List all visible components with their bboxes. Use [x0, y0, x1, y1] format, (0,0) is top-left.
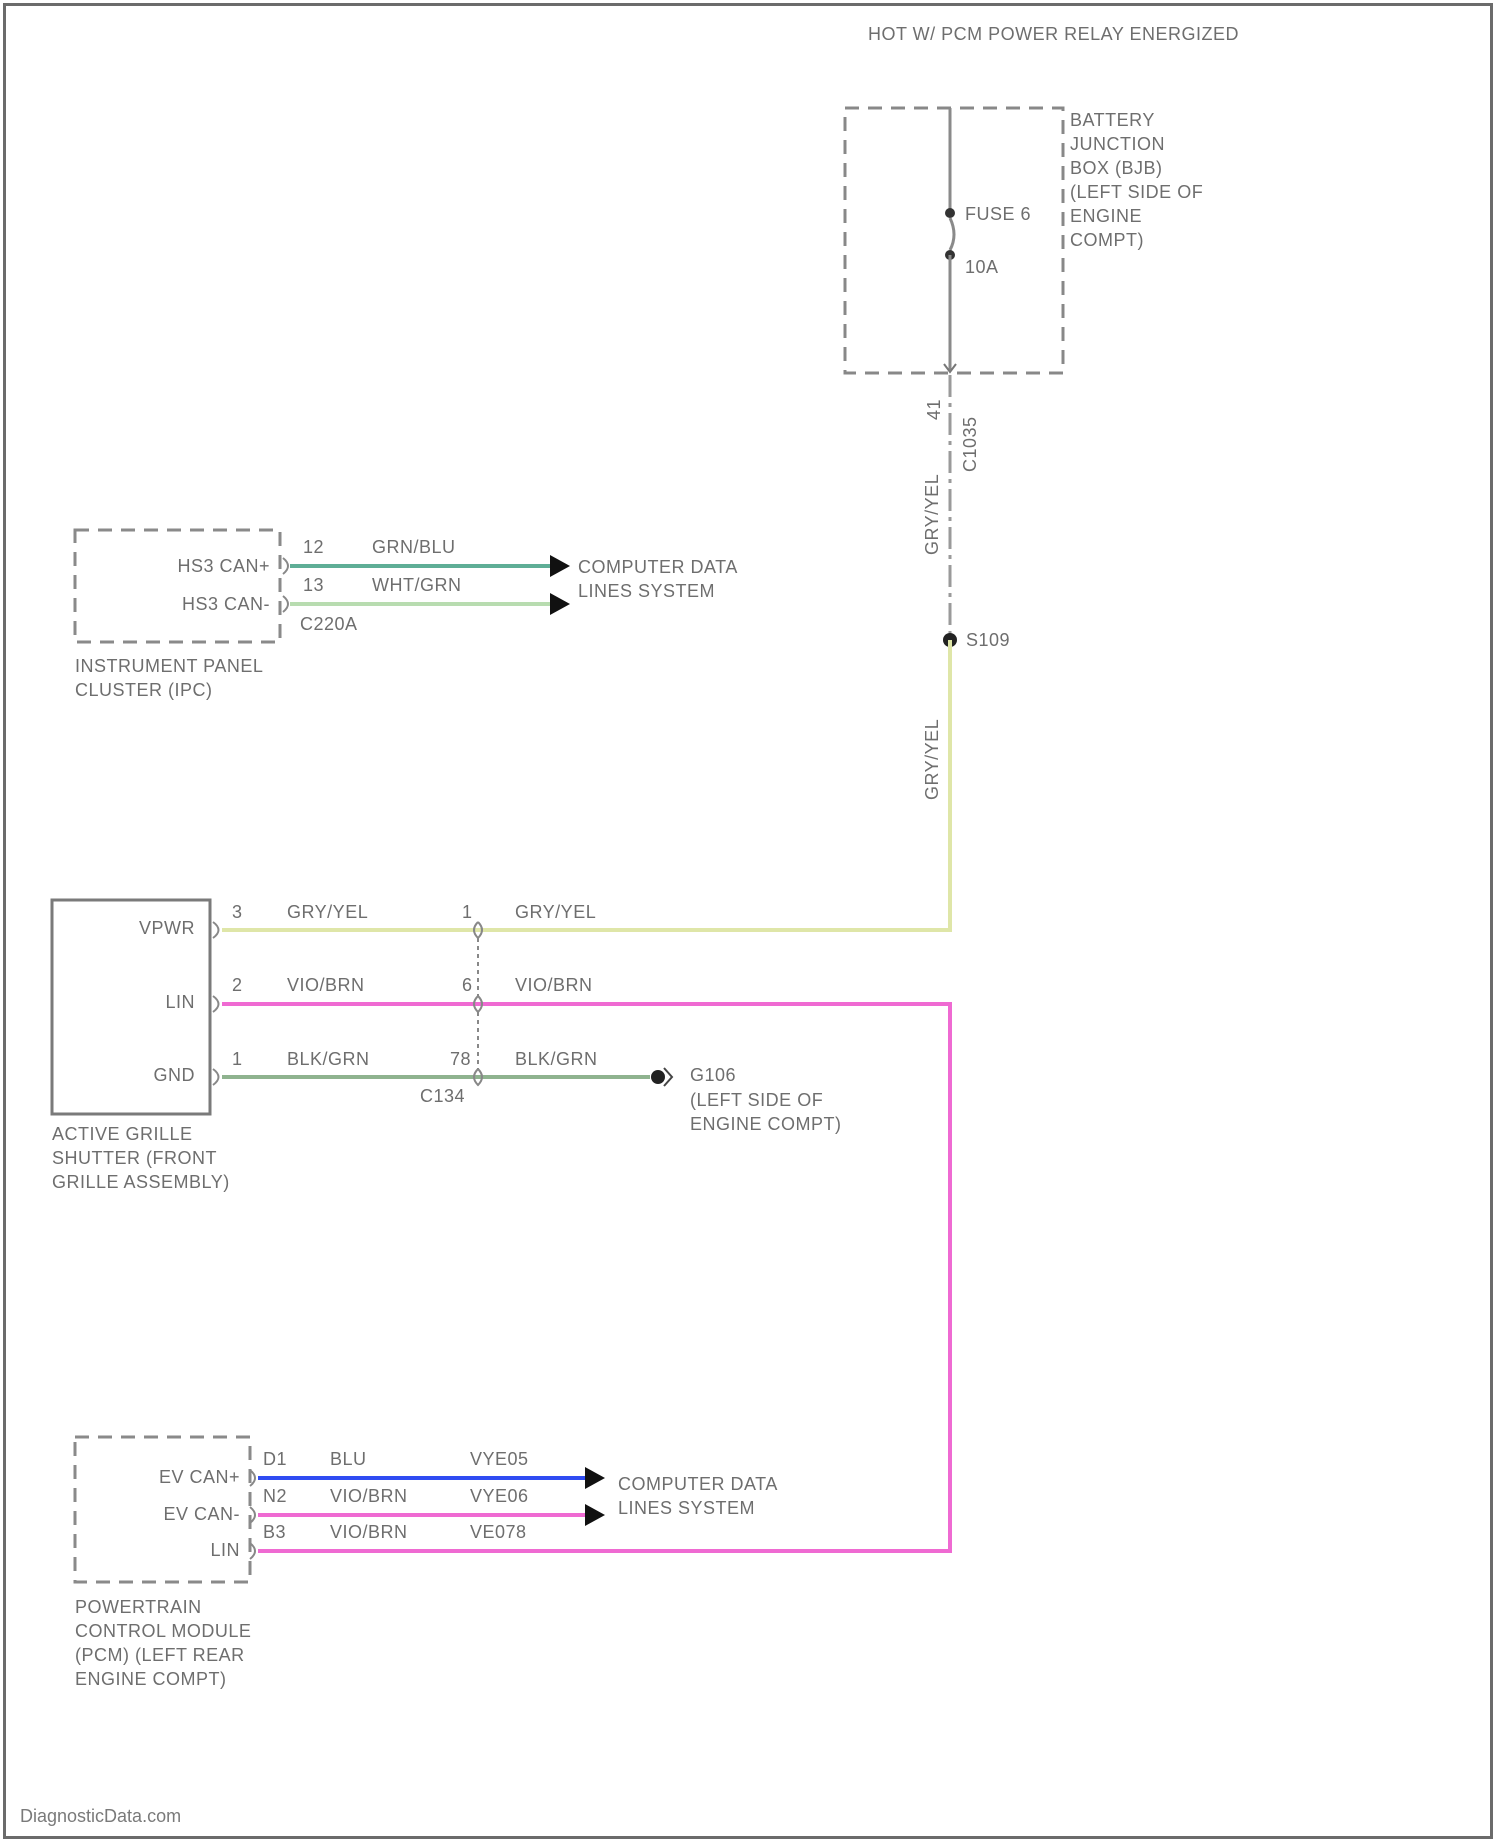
- pcm-circuit-vye06: VYE06: [470, 1484, 529, 1508]
- ipc-pin-num-2: 13: [303, 573, 324, 597]
- pcm-pin-ev-can-plus: EV CAN+: [100, 1465, 240, 1489]
- fuse-label: FUSE 6: [965, 202, 1031, 226]
- bjb-pin-label: 41: [922, 399, 946, 420]
- wire-color-gry-yel-shutter: GRY/YEL: [287, 900, 368, 924]
- pcm-pin-ev-can-minus: EV CAN-: [100, 1502, 240, 1526]
- inline-pin-num-6: 6: [462, 973, 473, 997]
- power-source-label: HOT W/ PCM POWER RELAY ENERGIZED: [868, 22, 1038, 46]
- ground-g106-dot: [651, 1070, 665, 1084]
- shutter-pin-num-1: 1: [232, 1047, 243, 1071]
- watermark: DiagnosticData.com: [20, 1806, 181, 1827]
- ipc-name-label: INSTRUMENT PANEL CLUSTER (IPC): [75, 654, 305, 702]
- wire-color-grn-blu: GRN/BLU: [372, 535, 456, 559]
- ipc-pin-hs-minus: HS3 CAN-: [120, 592, 270, 616]
- ground-symbol: [664, 1068, 672, 1086]
- shutter-name-label: ACTIVE GRILLE SHUTTER (FRONT GRILLE ASSE…: [52, 1122, 242, 1194]
- pcm-arrow-2: [585, 1504, 605, 1526]
- pcm-pin-num-n2: N2: [263, 1484, 287, 1508]
- bjb-connector-label: C1035: [958, 416, 982, 472]
- shutter-pin-lin: LIN: [60, 990, 195, 1014]
- splice-label: S109: [966, 628, 1010, 652]
- wire-color-gry-yel-upper: GRY/YEL: [920, 474, 944, 555]
- ipc-box: [75, 530, 280, 642]
- ipc-pin-terminals: [283, 558, 288, 612]
- inline-connector-label: C134: [420, 1084, 465, 1108]
- ipc-pin-hs-plus: HS3 CAN+: [120, 554, 270, 578]
- gry-yel-wire: [222, 640, 950, 930]
- inline-pin-num-78: 78: [450, 1047, 471, 1071]
- bjb-label: BATTERY JUNCTION BOX (BJB) (LEFT SIDE OF…: [1070, 108, 1205, 252]
- pcm-circuit-vye05: VYE05: [470, 1447, 529, 1471]
- shutter-pin-terminals: [213, 922, 219, 1085]
- wire-color-gry-yel-inline: GRY/YEL: [515, 900, 596, 924]
- ground-location-label: (LEFT SIDE OF ENGINE COMPT): [690, 1088, 870, 1136]
- wire-color-vio-brn-inline: VIO/BRN: [515, 973, 593, 997]
- shutter-pin-num-2: 2: [232, 973, 243, 997]
- shutter-pin-gnd: GND: [60, 1063, 195, 1087]
- ipc-arrow-1: [550, 555, 570, 577]
- wire-color-blk-grn-shutter: BLK/GRN: [287, 1047, 370, 1071]
- pcm-pin-num-d1: D1: [263, 1447, 287, 1471]
- pcm-circuit-ve078: VE078: [470, 1520, 527, 1544]
- shutter-pin-num-3: 3: [232, 900, 243, 924]
- wire-color-vio-brn-shutter: VIO/BRN: [287, 973, 365, 997]
- fuse-terminal-top: [945, 208, 955, 218]
- pcm-pin-num-b3: B3: [263, 1520, 286, 1544]
- ground-id-label: G106: [690, 1063, 736, 1087]
- pcm-name-label: POWERTRAIN CONTROL MODULE (PCM) (LEFT RE…: [75, 1595, 295, 1691]
- inline-pin-num-1: 1: [462, 900, 473, 924]
- ipc-connector-label: C220A: [300, 612, 358, 636]
- wire-color-blk-grn-inline: BLK/GRN: [515, 1047, 598, 1071]
- wire-color-gry-yel-lower: GRY/YEL: [920, 719, 944, 800]
- ipc-arrow-2: [550, 593, 570, 615]
- ipc-pin-num-1: 12: [303, 535, 324, 559]
- pcm-arrow-1: [585, 1467, 605, 1489]
- wire-color-blu: BLU: [330, 1447, 367, 1471]
- fuse-rating-label: 10A: [965, 255, 999, 279]
- wire-color-vio-brn-pcm-1: VIO/BRN: [330, 1484, 408, 1508]
- wire-color-vio-brn-pcm-2: VIO/BRN: [330, 1520, 408, 1544]
- ipc-computer-data-label: COMPUTER DATA LINES SYSTEM: [578, 555, 778, 603]
- wire-color-wht-grn: WHT/GRN: [372, 573, 461, 597]
- pcm-pin-lin: LIN: [100, 1538, 240, 1562]
- fuse-symbol: [950, 218, 954, 250]
- shutter-pin-vpwr: VPWR: [60, 916, 195, 940]
- pcm-computer-data-label: COMPUTER DATA LINES SYSTEM: [618, 1472, 818, 1520]
